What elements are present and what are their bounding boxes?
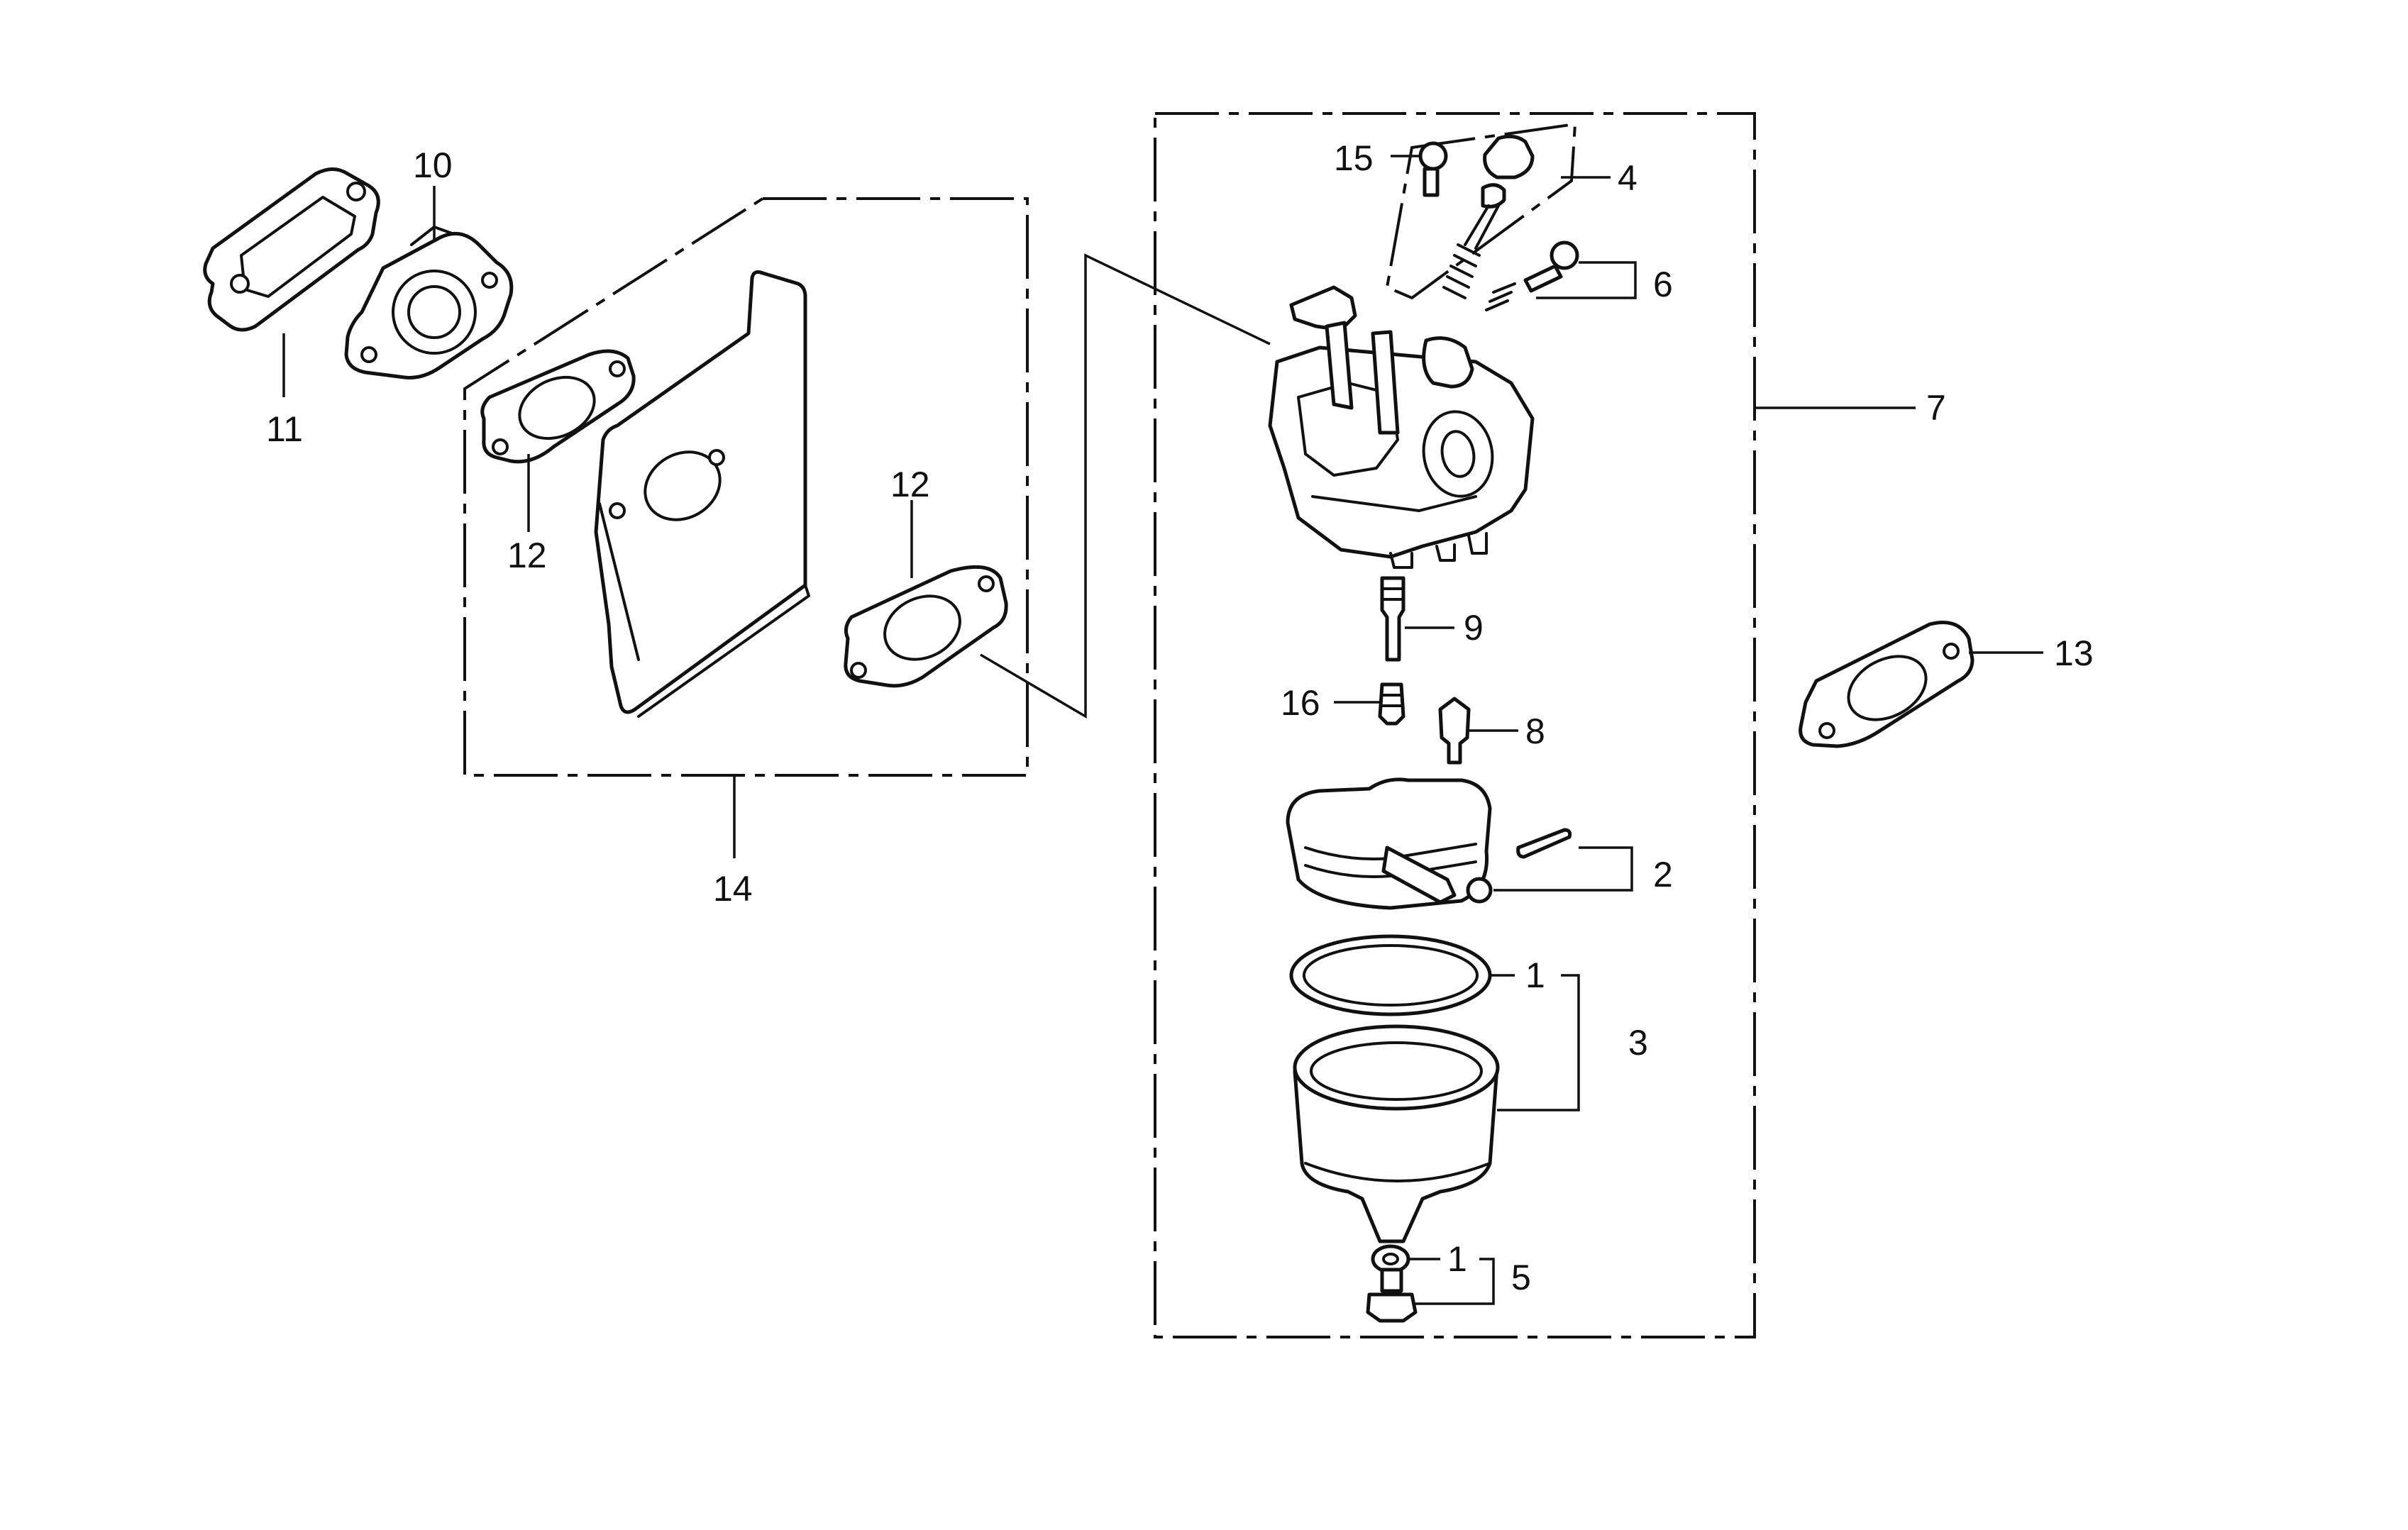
part-5-drain-bolt <box>1366 1268 1418 1323</box>
label-1-upper: 1 <box>1525 955 1545 995</box>
group-frame-14 <box>463 197 1029 777</box>
part-12a-gasket <box>480 349 636 464</box>
label-4: 4 <box>1618 158 1637 198</box>
part-14-heat-shield <box>594 270 810 718</box>
part-float <box>1286 777 1572 910</box>
part-6-throttle-stop-screw <box>1485 240 1579 311</box>
label-7: 7 <box>1926 388 1946 428</box>
label-8: 8 <box>1525 711 1545 751</box>
part-float-chamber <box>1293 1024 1500 1243</box>
label-11: 11 <box>266 409 303 449</box>
connector-line <box>980 253 1271 719</box>
label-5: 5 <box>1511 1258 1531 1297</box>
label-10: 10 <box>413 145 453 185</box>
label-1-lower: 1 <box>1447 1239 1467 1279</box>
part-8-float-valve <box>1438 697 1471 765</box>
group-frame-7 <box>1154 112 1756 1338</box>
part-12b-gasket <box>844 565 1008 688</box>
group-frame-4 <box>1385 122 1577 300</box>
label-12-right: 12 <box>890 465 930 504</box>
part-10-insulator <box>344 226 514 379</box>
part-4-pilot-screw-set <box>1442 134 1535 299</box>
label-3: 3 <box>1628 1023 1648 1063</box>
part-13-gasket <box>1799 621 1975 748</box>
part-1-o-ring <box>1289 934 1492 1016</box>
label-16: 16 <box>1281 683 1320 723</box>
label-14: 14 <box>713 869 753 909</box>
label-13: 13 <box>2054 633 2094 673</box>
part-9-main-nozzle <box>1380 576 1405 662</box>
label-15: 15 <box>1334 138 1374 178</box>
leader-lines <box>282 155 2043 1305</box>
part-15-screw <box>1418 141 1448 197</box>
part-11-gasket <box>203 167 380 332</box>
label-12-left: 12 <box>507 536 547 575</box>
label-6: 6 <box>1653 265 1673 304</box>
part-16-main-jet <box>1378 682 1405 726</box>
label-2: 2 <box>1653 855 1673 894</box>
label-9: 9 <box>1464 608 1484 648</box>
callout-numbers: 11 10 12 12 14 15 4 6 7 9 16 8 2 1 3 1 5… <box>266 138 2094 1297</box>
part-carburetor-body <box>1268 285 1535 569</box>
